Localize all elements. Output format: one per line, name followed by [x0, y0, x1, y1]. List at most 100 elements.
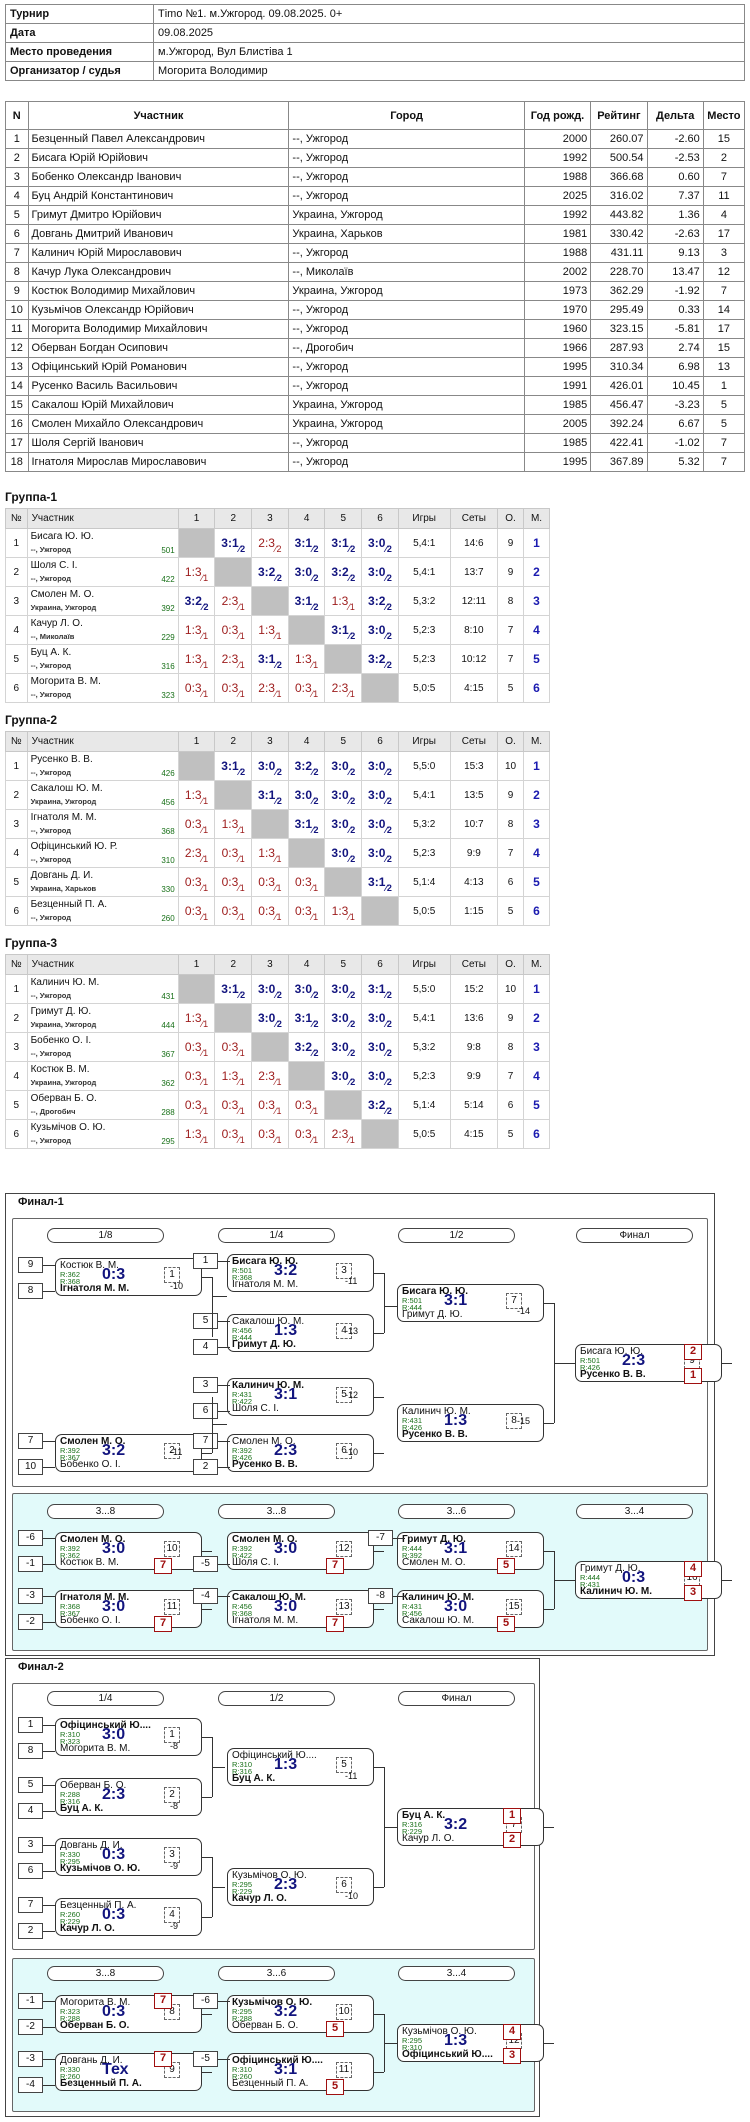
group-games-cell: 5,1:4: [397, 1090, 451, 1120]
bracket-line: [43, 1725, 55, 1726]
participant-cell: 7.37: [646, 186, 704, 206]
group-o-cell: 8: [497, 586, 524, 616]
match-points: ⁄2: [275, 1018, 282, 1029]
player-1-name: Сакалош Ю. М.: [232, 1592, 306, 1603]
match-score: 1:3⁄1: [221, 816, 245, 835]
group-sets-cell: 13:6: [449, 1003, 499, 1033]
participant-cell: Костюк Володимир Михайлович: [27, 281, 290, 301]
match-points: ⁄2: [385, 543, 392, 554]
participant-cell: 9: [5, 281, 29, 301]
match-score: 1:3⁄1: [221, 1068, 245, 1087]
match-score: 3:0: [102, 1540, 126, 1557]
player-1-rating: R:288: [60, 1790, 81, 1799]
match-result-cell: 2:3⁄1: [177, 838, 216, 868]
match-score: 2:3⁄2: [258, 535, 282, 554]
match-result-cell: 0:3⁄1: [251, 1090, 289, 1120]
player-2-rating: R:260: [232, 2072, 253, 2081]
player-2-rating: R:422: [232, 1551, 253, 1560]
group-column-header: М.: [522, 508, 551, 529]
match-score: 2:3⁄1: [184, 845, 209, 864]
bracket-line: [218, 1385, 230, 1386]
row-number: 1: [5, 751, 28, 781]
match-score: 0:3⁄1: [258, 903, 282, 922]
match-score: 2:3: [274, 1442, 298, 1459]
row-number: 4: [5, 615, 28, 645]
player-name: Смолен М. О.: [30, 589, 95, 600]
group-o-cell: 8: [497, 809, 524, 839]
match-score: 3:2: [102, 1442, 126, 1459]
self-cell: [287, 615, 326, 645]
group-o-cell: 10: [497, 751, 524, 781]
match-score: 3:0⁄2: [331, 1068, 356, 1087]
participant-cell: 1991: [523, 376, 592, 396]
participant-cell: 1.36: [646, 205, 704, 225]
group-m-cell: 1: [522, 528, 551, 558]
player-rating: 501: [161, 546, 175, 555]
match-result-cell: 1:3⁄1: [177, 1003, 216, 1033]
match-score: 1:3⁄1: [184, 564, 209, 583]
group-o-cell: 7: [497, 838, 524, 868]
match-score: 3:1⁄2: [368, 981, 392, 1000]
self-cell: [287, 838, 326, 868]
match-result-cell: 3:0⁄2: [324, 838, 363, 868]
match-points: ⁄1: [238, 1105, 245, 1116]
loser-label: -11: [170, 1447, 183, 1457]
place-badge: 2: [684, 1344, 702, 1360]
seed-tag: -3: [18, 1588, 43, 1604]
seed-tag: -6: [193, 1993, 218, 2009]
participant-cell: 7: [5, 243, 29, 263]
player-1-rating: R:323: [60, 2007, 81, 2016]
match-points: ⁄2: [348, 766, 356, 777]
bracket-line: [218, 1467, 230, 1468]
match-number: 4: [164, 1907, 180, 1923]
participant-cell: 3: [5, 167, 29, 187]
group-sets-cell: 4:15: [449, 1119, 499, 1149]
match-score: 0:3⁄1: [294, 680, 319, 699]
player-1-name: Оберван Б. О.: [60, 1780, 127, 1791]
group-o-cell: 9: [497, 1003, 524, 1033]
match-score: 2:3⁄1: [221, 593, 245, 612]
player-1-name: Калинич Ю. М.: [402, 1406, 471, 1417]
match-number: 10: [164, 1541, 180, 1557]
match-score: 3:0⁄2: [331, 981, 356, 1000]
match-result-cell: 3:1⁄2: [287, 528, 326, 558]
group-sets-cell: 10:7: [449, 809, 499, 839]
match-score: 3:0: [102, 1598, 126, 1615]
player-1-rating: R:431: [232, 1390, 253, 1399]
participant-cell: 295.49: [590, 300, 648, 320]
match-score: 3:0⁄2: [331, 845, 356, 864]
player-1-rating: R:501: [402, 1296, 423, 1305]
participant-cell: -2.60: [646, 129, 704, 149]
player-2-name: Оберван Б. О.: [232, 2020, 299, 2031]
match-number: 9: [164, 2062, 180, 2078]
player-2-rating: R:456: [402, 1609, 423, 1618]
bracket-line: [43, 2027, 55, 2028]
match-result-cell: 0:3⁄1: [177, 896, 216, 926]
player-2-name: Качур Л. О.: [60, 1923, 115, 1934]
participant-cell: 1988: [523, 243, 592, 263]
participant-cell: 1: [5, 129, 29, 149]
match-result-cell: 3:1⁄2: [287, 1003, 326, 1033]
match-number: 11: [164, 1599, 180, 1615]
row-number: 6: [5, 896, 28, 926]
match-result-cell: 2:3⁄1: [251, 673, 289, 703]
info-value: Могорита Володимир: [153, 61, 745, 81]
match-points: ⁄2: [385, 853, 392, 864]
row-number: 6: [5, 673, 28, 703]
match-score: 0:3⁄1: [221, 1097, 245, 1116]
match-result-cell: 3:2⁄2: [287, 751, 326, 781]
player-2-name: Шоля С. І.: [232, 1557, 279, 1568]
match-points: ⁄2: [201, 601, 209, 612]
player-1-rating: R:392: [60, 1446, 81, 1455]
participant-cell: 6.98: [646, 357, 704, 377]
